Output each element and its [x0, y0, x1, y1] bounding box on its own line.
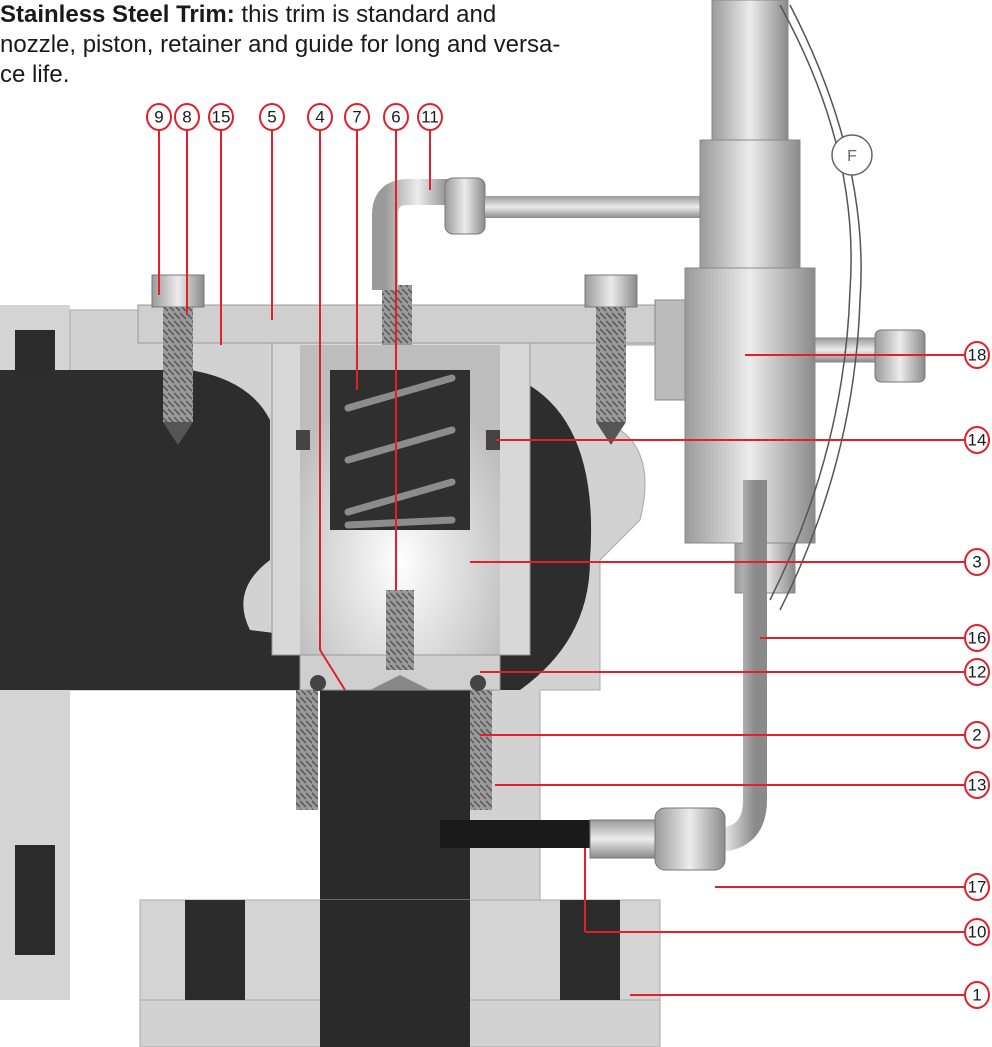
spring — [344, 374, 456, 529]
callout-17: 17 — [964, 873, 990, 901]
callout-18: 18 — [964, 341, 990, 369]
callout-3: 3 — [964, 548, 990, 576]
svg-text:13: 13 — [968, 776, 987, 795]
callout-14: 14 — [964, 426, 990, 454]
callout-8: 8 — [174, 103, 200, 131]
svg-text:10: 10 — [968, 923, 987, 942]
callout-leaders — [158, 128, 965, 996]
svg-text:8: 8 — [182, 108, 191, 127]
callout-16: 16 — [964, 624, 990, 652]
svg-text:14: 14 — [968, 431, 987, 450]
intro-line-2: nozzle, piston, retainer and guide for l… — [0, 31, 561, 58]
svg-text:15: 15 — [212, 108, 231, 127]
svg-text:12: 12 — [968, 663, 987, 682]
callout-12: 12 — [964, 658, 990, 686]
intro-line-1: Stainless Steel Trim: this trim is stand… — [0, 0, 496, 30]
intro-bold-heading: Stainless Steel Trim: — [0, 1, 235, 28]
callout-6: 6 — [383, 103, 409, 131]
svg-text:7: 7 — [352, 108, 361, 127]
svg-text:1: 1 — [972, 986, 981, 1005]
valve-cap — [137, 274, 679, 691]
svg-text:18: 18 — [968, 346, 987, 365]
callout-11: 11 — [417, 103, 443, 131]
svg-text:2: 2 — [972, 726, 981, 745]
callout-13: 13 — [964, 771, 990, 799]
intro-line-1-text: this trim is standard and — [234, 1, 497, 28]
svg-text:F: F — [847, 148, 857, 165]
svg-text:17: 17 — [968, 878, 987, 897]
callouts-right: 18 14 3 16 12 2 13 17 10 1 — [964, 341, 990, 1009]
callout-1: 1 — [964, 981, 990, 1009]
svg-text:9: 9 — [154, 108, 163, 127]
callout-9: 9 — [146, 103, 172, 131]
callout-5: 5 — [259, 103, 285, 131]
callout-2: 2 — [964, 721, 990, 749]
svg-text:6: 6 — [391, 108, 400, 127]
callouts-top: 9 8 15 5 4 7 6 11 — [146, 103, 443, 131]
svg-text:3: 3 — [972, 553, 981, 572]
intro-line-3: ce life. — [0, 61, 70, 88]
callout-7: 7 — [344, 103, 370, 131]
callout-15: 15 — [208, 103, 234, 131]
callout-4: 4 — [307, 103, 333, 131]
callout-10: 10 — [964, 918, 990, 946]
svg-text:4: 4 — [315, 108, 324, 127]
svg-text:16: 16 — [968, 629, 987, 648]
svg-text:11: 11 — [421, 108, 439, 127]
pilot-assembly: F — [372, 0, 926, 871]
svg-text:5: 5 — [267, 108, 276, 127]
